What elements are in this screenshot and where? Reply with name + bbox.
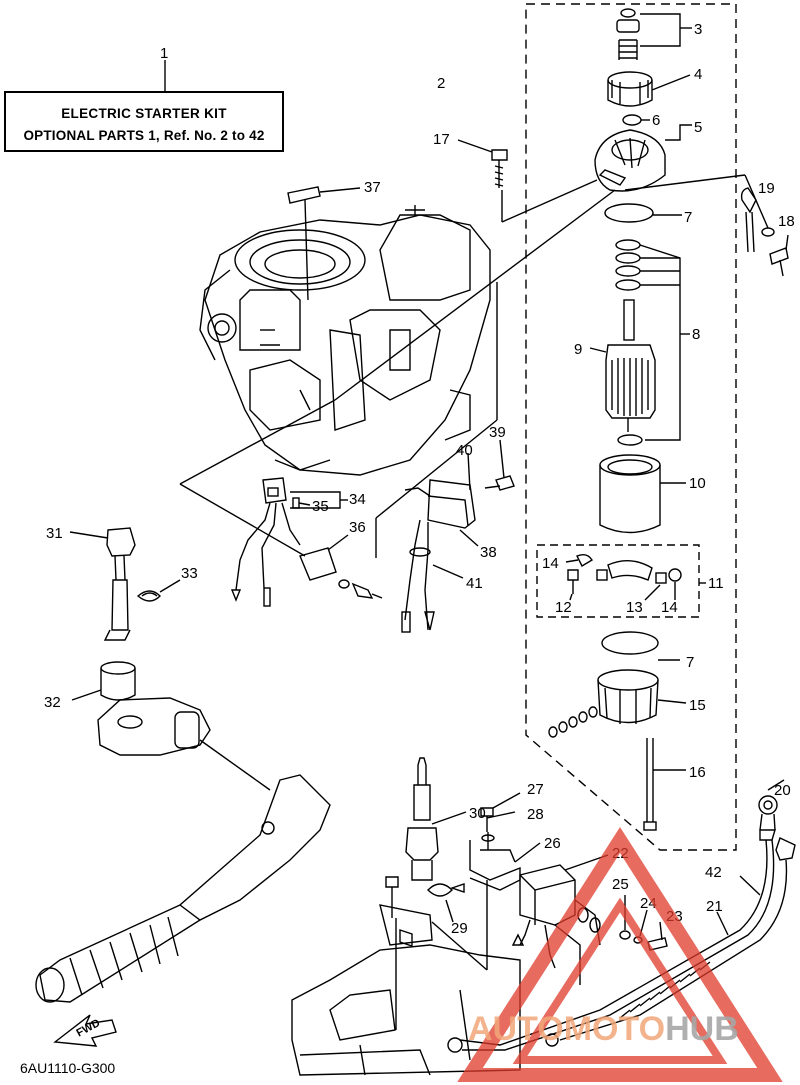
part-38-rectifier <box>401 479 476 633</box>
callout-9: 9 <box>574 341 582 358</box>
callout-11: 11 <box>708 575 724 592</box>
callout-10: 10 <box>689 475 706 492</box>
fwd-arrow <box>53 1014 117 1047</box>
callout-27: 27 <box>527 781 544 798</box>
part-17-bolt <box>491 149 508 188</box>
part-4-pinion <box>607 71 653 107</box>
callout-1: 1 <box>160 45 168 62</box>
part-32-sleeve <box>100 661 136 701</box>
title-box: ELECTRIC STARTER KIT OPTIONAL PARTS 1, R… <box>4 91 284 152</box>
callout-2: 2 <box>437 75 445 92</box>
callout-4: 4 <box>694 66 702 83</box>
callout-36: 36 <box>349 519 366 536</box>
part-3-spring <box>616 8 640 60</box>
callout-37: 37 <box>364 179 381 196</box>
part-29-clamp <box>427 883 465 897</box>
callout-8: 8 <box>692 326 700 343</box>
watermark-text: AUTOMOTOHUB <box>468 1010 739 1048</box>
part-18-bolt <box>769 247 789 277</box>
watermark-triangle <box>457 826 783 1082</box>
callout-41: 41 <box>466 575 483 592</box>
title-line-1: ELECTRIC STARTER KIT <box>61 106 227 121</box>
watermark-middle: MOTO <box>564 1010 665 1048</box>
part-39-bolt <box>484 475 515 491</box>
part-36-sensor <box>299 547 383 599</box>
watermark-suffix: HUB <box>665 1010 739 1048</box>
callout-20: 20 <box>774 782 791 799</box>
part-34-relay <box>230 477 301 607</box>
callout-33: 33 <box>181 565 198 582</box>
callout-7: 7 <box>684 209 692 226</box>
callout-32: 32 <box>44 694 61 711</box>
callout-14b: 14 <box>661 599 678 616</box>
part-16-bolt <box>643 738 657 831</box>
callout-31: 31 <box>46 525 63 542</box>
tiller-handle <box>35 697 331 1003</box>
diagram-code: 6AU1110-G300 <box>20 1060 116 1076</box>
callout-13: 13 <box>626 599 643 616</box>
part-35-clip <box>292 497 311 509</box>
part-37-tube <box>287 186 321 301</box>
callout-38: 38 <box>480 544 497 561</box>
part-27-bolt <box>480 807 494 832</box>
callout-40: 40 <box>456 442 473 459</box>
callout-16: 16 <box>689 764 706 781</box>
part-8-washers <box>615 239 641 291</box>
callout-labels: 1 2 3 4 5 6 7 7 8 9 10 11 12 13 14 14 15… <box>44 21 795 937</box>
callout-30: 30 <box>469 805 486 822</box>
callout-6: 6 <box>652 112 660 129</box>
starter-assembly-boundary <box>525 3 737 851</box>
callout-29: 29 <box>451 920 468 937</box>
cowling-bolt <box>385 876 399 918</box>
part-30-switch <box>405 757 439 881</box>
part-26-bracket <box>469 840 521 891</box>
callout-18: 18 <box>778 213 795 230</box>
part-11-box <box>536 544 700 618</box>
callout-39: 39 <box>489 424 506 441</box>
callout-17: 17 <box>433 131 450 148</box>
part-15-rear-cover <box>597 669 659 724</box>
watermark-logo <box>457 826 783 1082</box>
callout-34: 34 <box>349 491 366 508</box>
callout-19: 19 <box>758 180 775 197</box>
callout-14: 14 <box>542 555 559 572</box>
callout-3: 3 <box>694 21 702 38</box>
callout-15: 15 <box>689 697 706 714</box>
part-9-armature <box>605 299 656 432</box>
callout-28: 28 <box>527 806 544 823</box>
part-31-switch <box>103 527 136 641</box>
title-line-2: OPTIONAL PARTS 1, Ref. No. 2 to 42 <box>23 128 265 143</box>
lower-cowling <box>291 904 521 1076</box>
small-washers <box>548 706 598 738</box>
part-5-front-cover <box>594 129 666 192</box>
watermark-prefix: AUTO <box>468 1010 564 1048</box>
callout-7b: 7 <box>686 654 694 671</box>
callout-12: 12 <box>555 599 572 616</box>
callout-42: 42 <box>705 864 722 881</box>
brush-holder <box>567 553 682 594</box>
engine-block <box>199 205 491 476</box>
callout-21: 21 <box>706 898 723 915</box>
callout-35: 35 <box>312 498 329 515</box>
callout-26: 26 <box>544 835 561 852</box>
callout-25: 25 <box>612 876 629 893</box>
part-19-cable <box>740 187 775 253</box>
part-33-clip <box>136 590 161 602</box>
callout-5: 5 <box>694 119 702 136</box>
part-10-yoke <box>599 454 661 534</box>
